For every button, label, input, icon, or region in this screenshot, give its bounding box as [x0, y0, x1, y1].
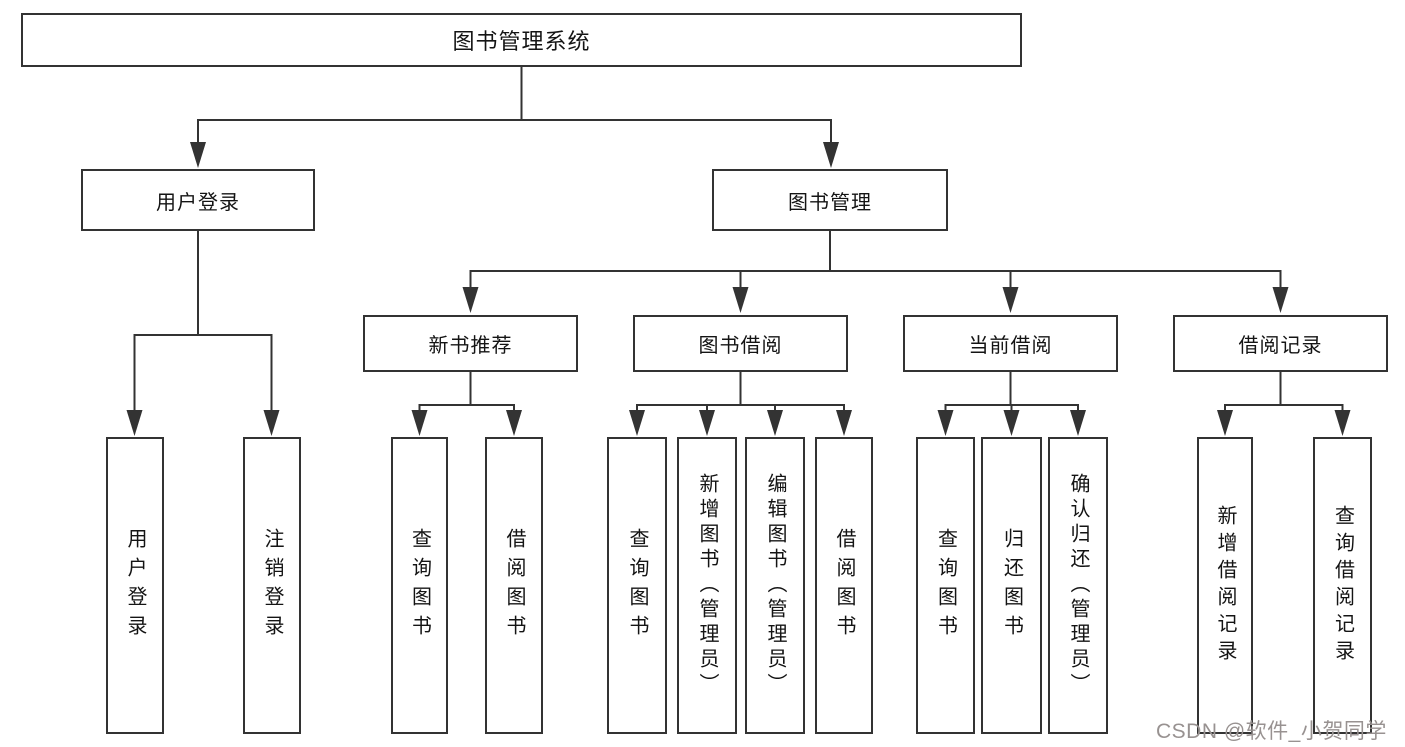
leaf-confirm-return-admin: 确认归还（管理员）: [1048, 437, 1108, 734]
connector-root-to-level2: [197, 67, 832, 148]
leaf-borrow-books-recommend: 借阅图书: [485, 437, 543, 734]
node-new-book-recommend: 新书推荐: [363, 315, 578, 372]
leaf-query-books-current: 查询图书: [916, 437, 975, 734]
arrow-down-icon: [190, 142, 206, 168]
arrow-down-icon: [1217, 410, 1233, 436]
arrow-down-icon: [629, 410, 645, 436]
arrow-down-icon: [1003, 410, 1020, 436]
node-borrowing-records: 借阅记录: [1173, 315, 1388, 372]
csdn-watermark: CSDN @软件_小贺同学: [1156, 720, 1387, 743]
arrow-down-icon: [699, 410, 715, 436]
leaf-edit-books-admin: 编辑图书（管理员）: [745, 437, 805, 734]
leaf-logout: 注销登录: [243, 437, 301, 734]
arrow-down-icon: [1070, 410, 1086, 436]
leaf-user-login: 用户登录: [106, 437, 164, 734]
leaf-return-books: 归还图书: [981, 437, 1042, 734]
arrow-down-icon: [1272, 287, 1289, 313]
arrow-down-icon: [263, 410, 280, 436]
arrow-down-icon: [1334, 410, 1351, 436]
arrow-down-icon: [937, 410, 954, 436]
arrow-down-icon: [126, 410, 143, 436]
arrow-down-icon: [1002, 287, 1019, 313]
arrow-down-icon: [506, 410, 522, 436]
leaf-add-borrow-record: 新增借阅记录: [1197, 437, 1253, 734]
leaf-query-borrow-record: 查询借阅记录: [1313, 437, 1372, 734]
arrow-down-icon: [836, 410, 852, 436]
connector-borrow-to-leaves: [636, 372, 845, 416]
leaf-borrow-books: 借阅图书: [815, 437, 873, 734]
node-library-management-system: 图书管理系统: [21, 13, 1022, 67]
node-book-borrowing: 图书借阅: [633, 315, 848, 372]
leaf-add-books-admin: 新增图书（管理员）: [677, 437, 737, 734]
connector-recommend-to-leaves: [418, 372, 515, 416]
node-user-login: 用户登录: [81, 169, 315, 231]
leaf-query-books-recommend: 查询图书: [391, 437, 448, 734]
arrow-down-icon: [823, 142, 839, 168]
connector-bookmgmt-to-level3: [469, 231, 1282, 294]
arrow-down-icon: [411, 410, 428, 436]
arrowheads: [126, 142, 1351, 436]
connector-current-to-leaves: [944, 372, 1079, 416]
arrow-down-icon: [767, 410, 783, 436]
node-current-borrowing: 当前借阅: [903, 315, 1118, 372]
connector-records-to-leaves: [1224, 372, 1344, 416]
leaf-query-books-borrow: 查询图书: [607, 437, 667, 734]
node-book-management: 图书管理: [712, 169, 948, 231]
connector-userlogin-to-leaves: [133, 231, 273, 416]
arrow-down-icon: [462, 287, 479, 313]
arrow-down-icon: [732, 287, 749, 313]
